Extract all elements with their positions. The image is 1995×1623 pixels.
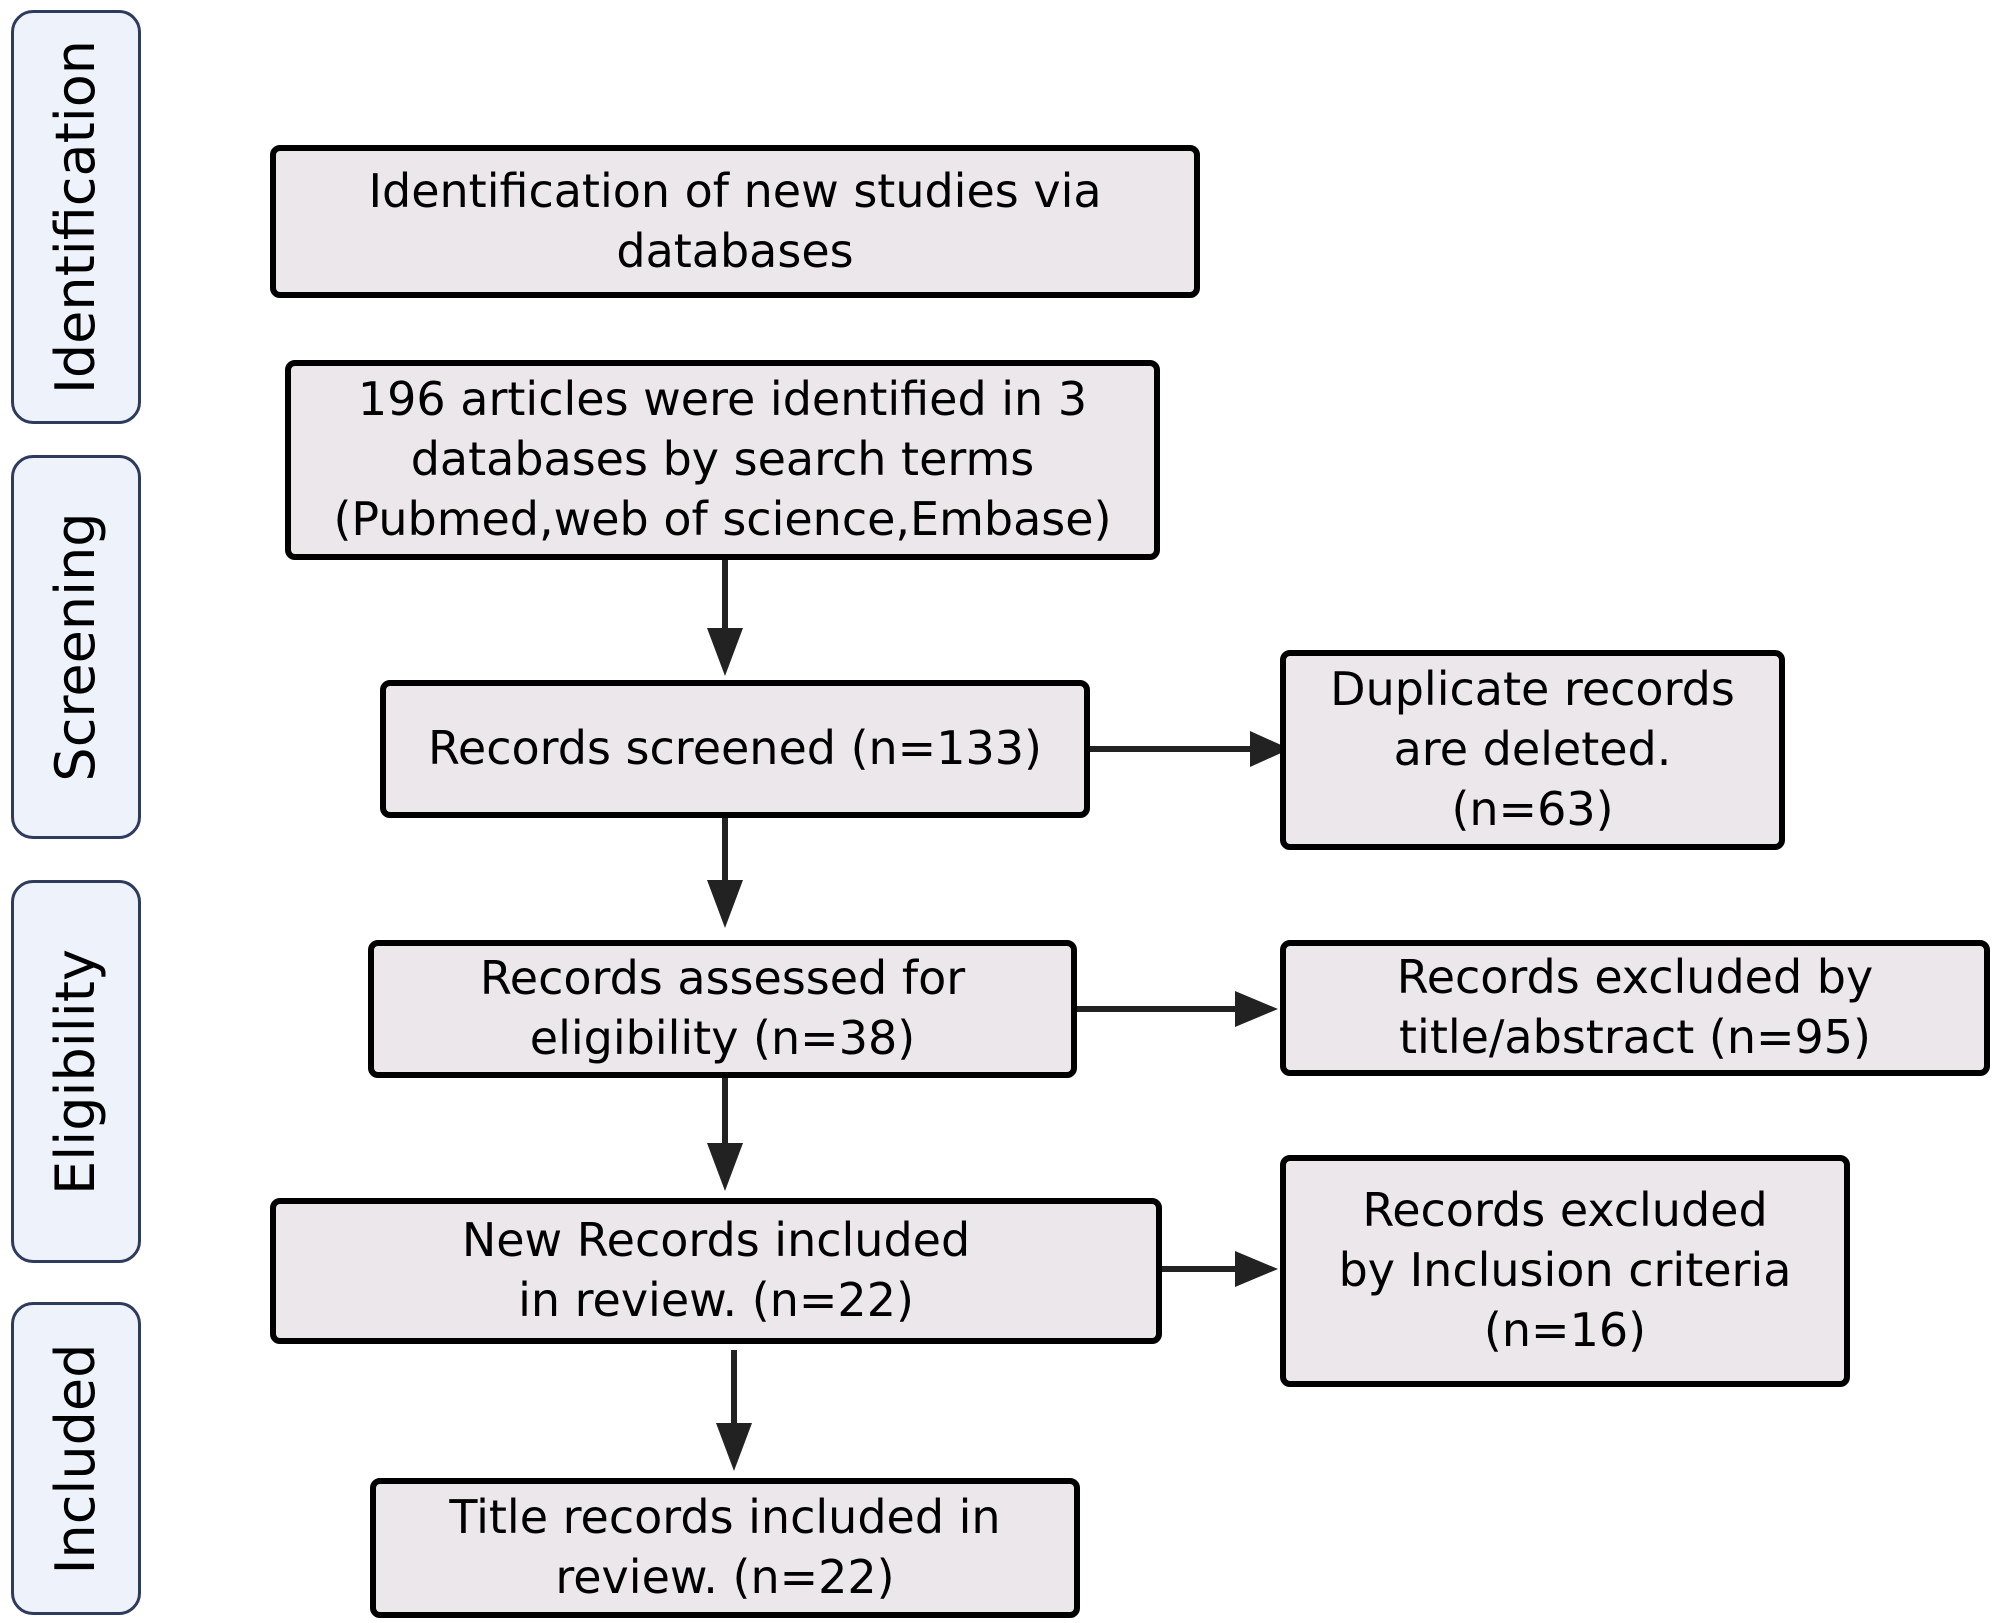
box-assessed-eligibility-text: Records assessed for eligibility (n=38) [479,951,966,1065]
box-new-records-included: New Records included in review. (n=22) [270,1198,1162,1344]
box-title-records-included-text: Title records included in review. (n=22) [449,1490,1001,1604]
arrowhead-right-3 [1235,1251,1278,1287]
box-articles-identified: 196 articles were identified in 3 databa… [285,360,1160,560]
stage-tab-eligibility: Eligibility [11,880,141,1263]
box-duplicates-deleted: Duplicate records are deleted. (n=63) [1280,650,1785,850]
box-records-screened-text: Records screened (n=133) [428,721,1042,776]
arrowhead-down-3 [707,1143,743,1191]
box-title-records-included: Title records included in review. (n=22) [370,1478,1080,1618]
arrowhead-right-1 [1250,731,1290,767]
box-articles-identified-text: 196 articles were identified in 3 databa… [333,372,1112,546]
box-excluded-inclusion-criteria: Records excluded by Inclusion criteria (… [1280,1155,1850,1387]
box-excluded-inclusion-criteria-text: Records excluded by Inclusion criteria (… [1338,1183,1792,1357]
box-assessed-eligibility: Records assessed for eligibility (n=38) [368,940,1077,1078]
box-new-records-included-text: New Records included in review. (n=22) [461,1213,971,1327]
arrowhead-down-1 [707,628,743,676]
stage-tab-screening: Screening [11,455,141,839]
box-excluded-title-abstract-text: Records excluded by title/abstract (n=95… [1396,950,1874,1064]
box-records-screened: Records screened (n=133) [380,680,1090,818]
stage-tab-included: Included [11,1302,141,1615]
arrowhead-down-2 [707,880,743,928]
stage-tab-identification: Identification [11,10,141,424]
arrowhead-right-2 [1235,991,1278,1027]
arrowhead-down-4 [716,1423,752,1471]
box-excluded-title-abstract: Records excluded by title/abstract (n=95… [1280,940,1990,1076]
box-duplicates-deleted-text: Duplicate records are deleted. (n=63) [1330,662,1735,836]
box-identification-source-text: Identification of new studies via databa… [368,163,1102,278]
box-identification-source: Identification of new studies via databa… [270,145,1200,298]
